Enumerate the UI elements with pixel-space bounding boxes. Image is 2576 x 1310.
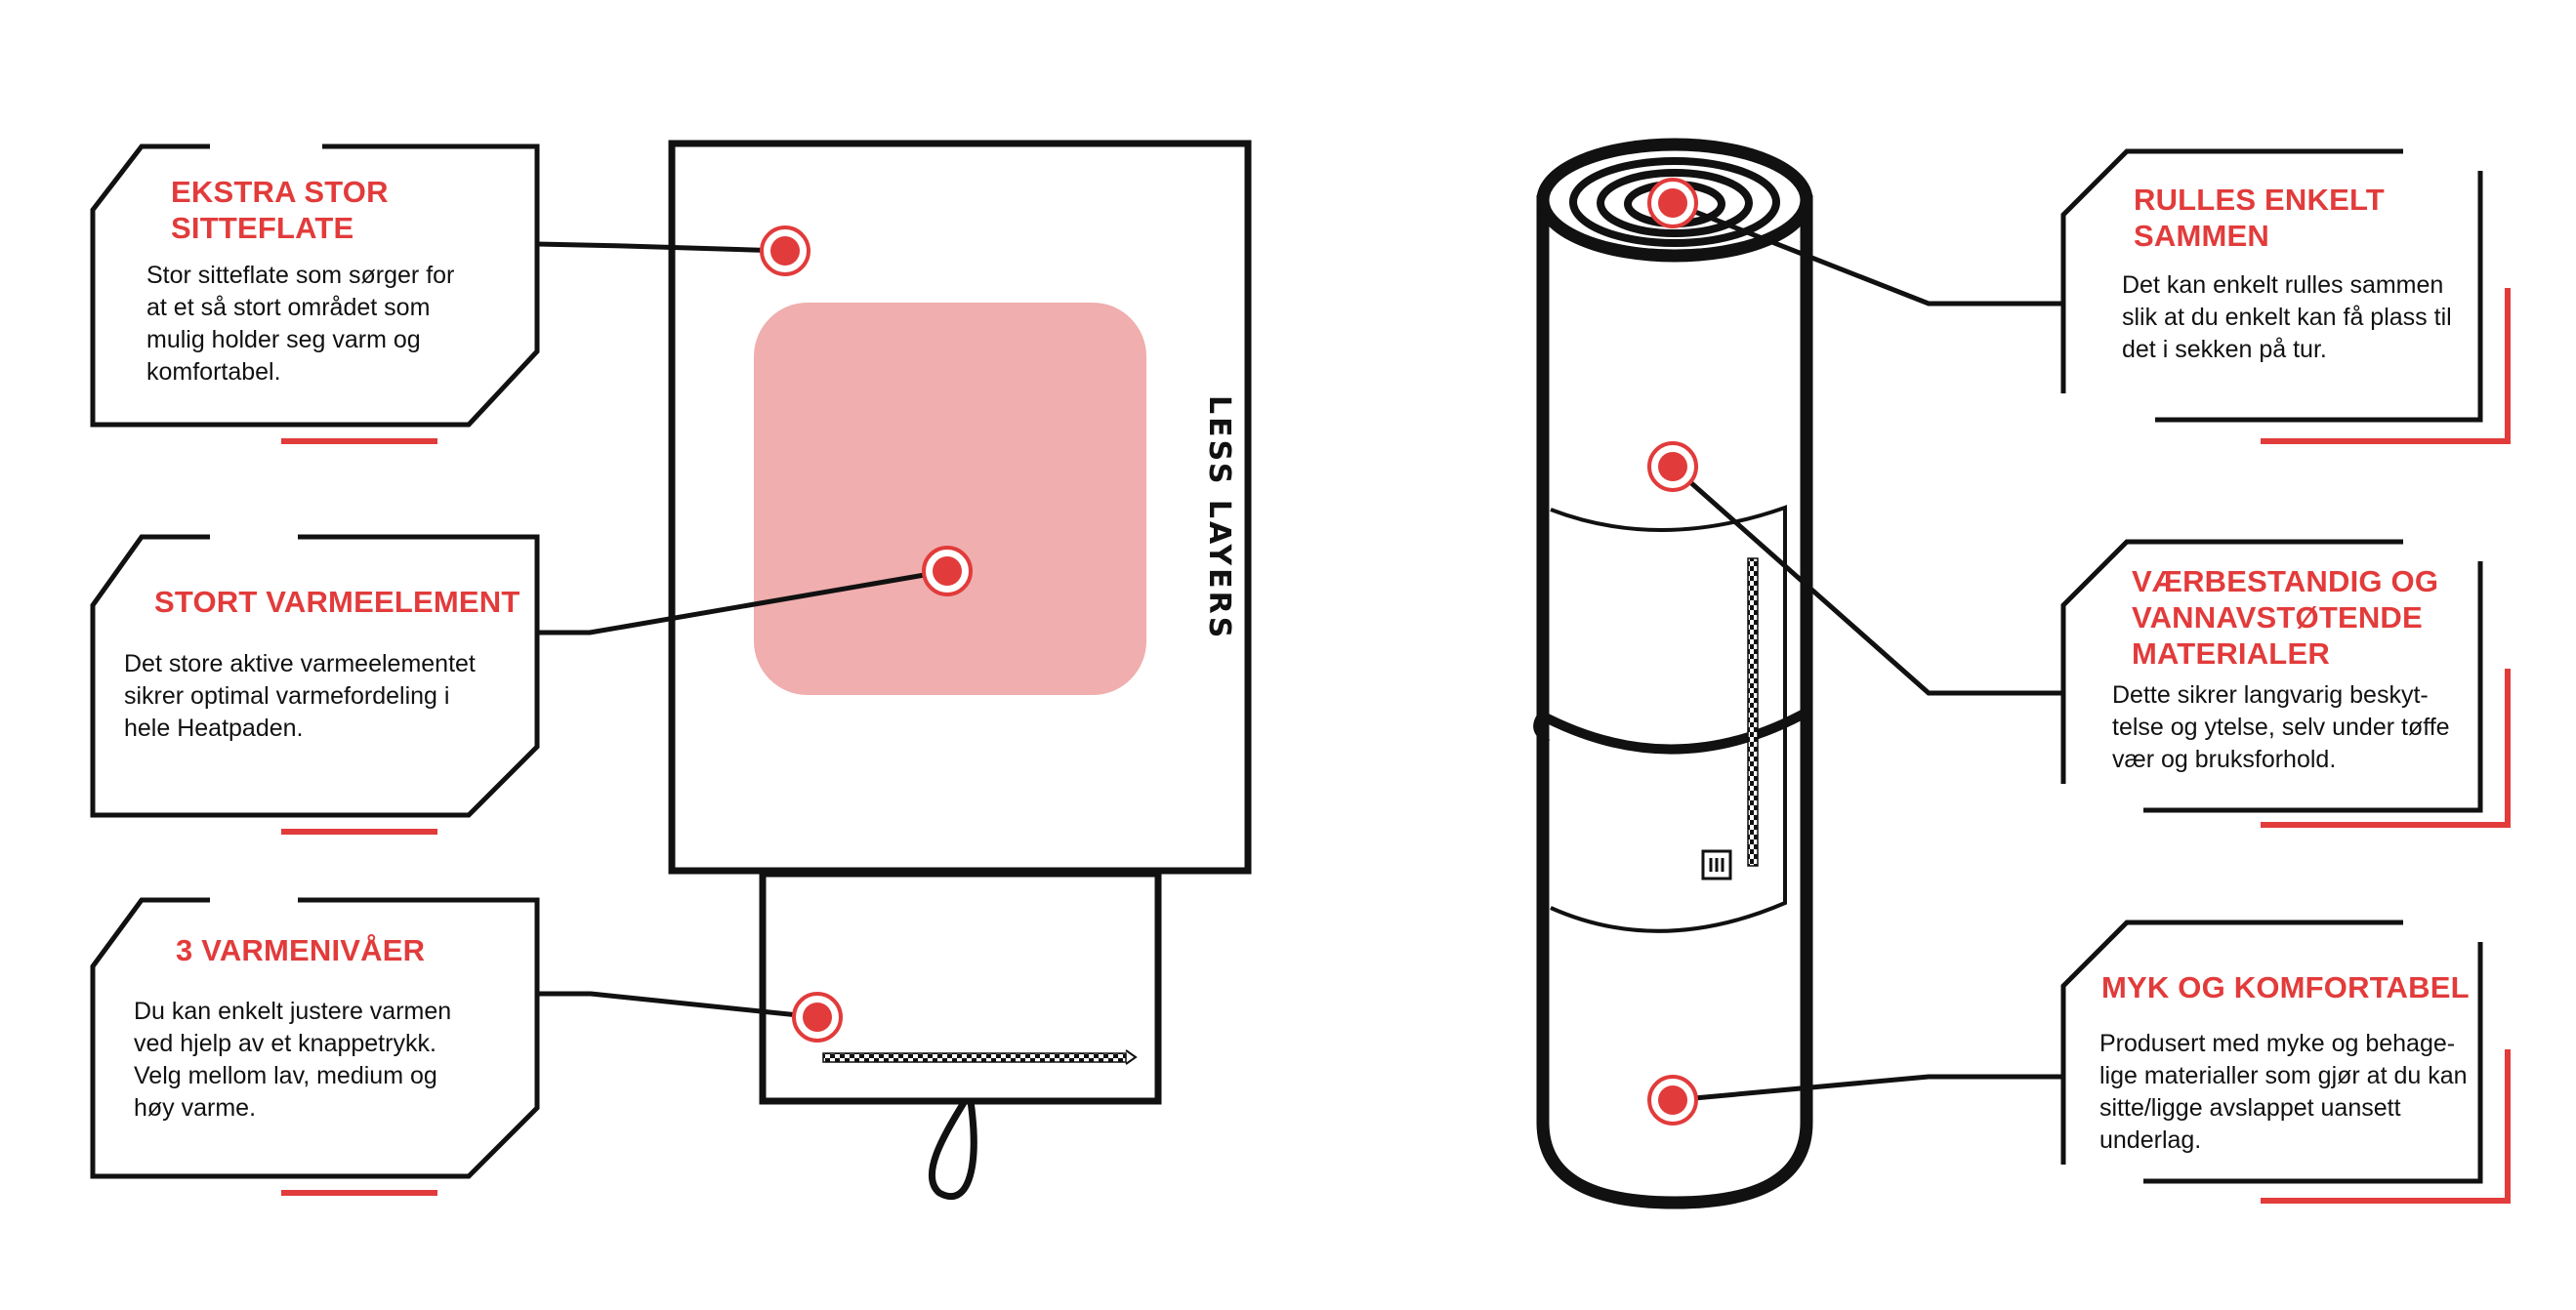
- feature-title: MYK OG KOMFORTABEL: [2101, 970, 2470, 1004]
- feature-description: Produsert med myke og behage- lige mater…: [2099, 1030, 2468, 1154]
- carry-loop: [928, 1099, 977, 1201]
- feature-description: Det store aktive varmeelementet sikrer o…: [124, 650, 476, 742]
- heat-zone: [754, 303, 1146, 695]
- hotspot-marker: [792, 992, 843, 1043]
- zipper-pull: [1125, 1049, 1138, 1065]
- feature-card-frame-heat-levels: [90, 897, 540, 1179]
- roll-body: [1536, 195, 1813, 1209]
- feature-title: EKSTRA STOR SITTEFLATE: [171, 175, 389, 245]
- hotspot-marker: [1647, 1075, 1698, 1126]
- strap: [1537, 706, 1812, 755]
- feature-title: 3 VARMENIVÅER: [176, 933, 426, 967]
- feature-title: RULLES ENKELT SAMMEN: [2134, 183, 2385, 253]
- accent-corner: [2261, 288, 2511, 444]
- feature-title: VÆRBESTANDIG OG VANNAVSTØTENDE MATERIALE…: [2132, 564, 2439, 671]
- hotspot-markers: [760, 178, 1698, 1126]
- accent-corner: [2261, 669, 2511, 828]
- feature-card-frame-seat-area: [90, 143, 540, 428]
- feature-description: Dette sikrer langvarig beskyt- telse og …: [2112, 681, 2450, 773]
- accent-corner: [2261, 1049, 2511, 1204]
- brand-logo: LESS LAYERS: [1202, 395, 1236, 641]
- feature-description: Stor sitteflate som sørger for at et så …: [146, 262, 455, 386]
- heatpad-flat-illustration: [668, 140, 1252, 1201]
- hotspot-marker: [1647, 441, 1698, 492]
- wrap-flap: [1550, 505, 1787, 933]
- control-pocket: [759, 870, 1162, 1105]
- hotspot-marker: [922, 546, 973, 596]
- heat-button: [1701, 849, 1732, 880]
- roll-zipper: [1747, 557, 1759, 867]
- heatpad-rolled-illustration: [1533, 138, 1813, 1209]
- feature-description: Det kan enkelt rulles sammen slik at du …: [2122, 271, 2452, 363]
- leader-lines: [536, 200, 2063, 1103]
- feature-card-frame-heating-element: [90, 534, 540, 818]
- zipper: [822, 1052, 1127, 1063]
- hotspot-marker: [760, 225, 810, 276]
- hotspot-marker: [1647, 178, 1698, 228]
- feature-title: STORT VARMEELEMENT: [154, 585, 520, 619]
- feature-description: Du kan enkelt justere varmen ved hjelp a…: [134, 998, 452, 1122]
